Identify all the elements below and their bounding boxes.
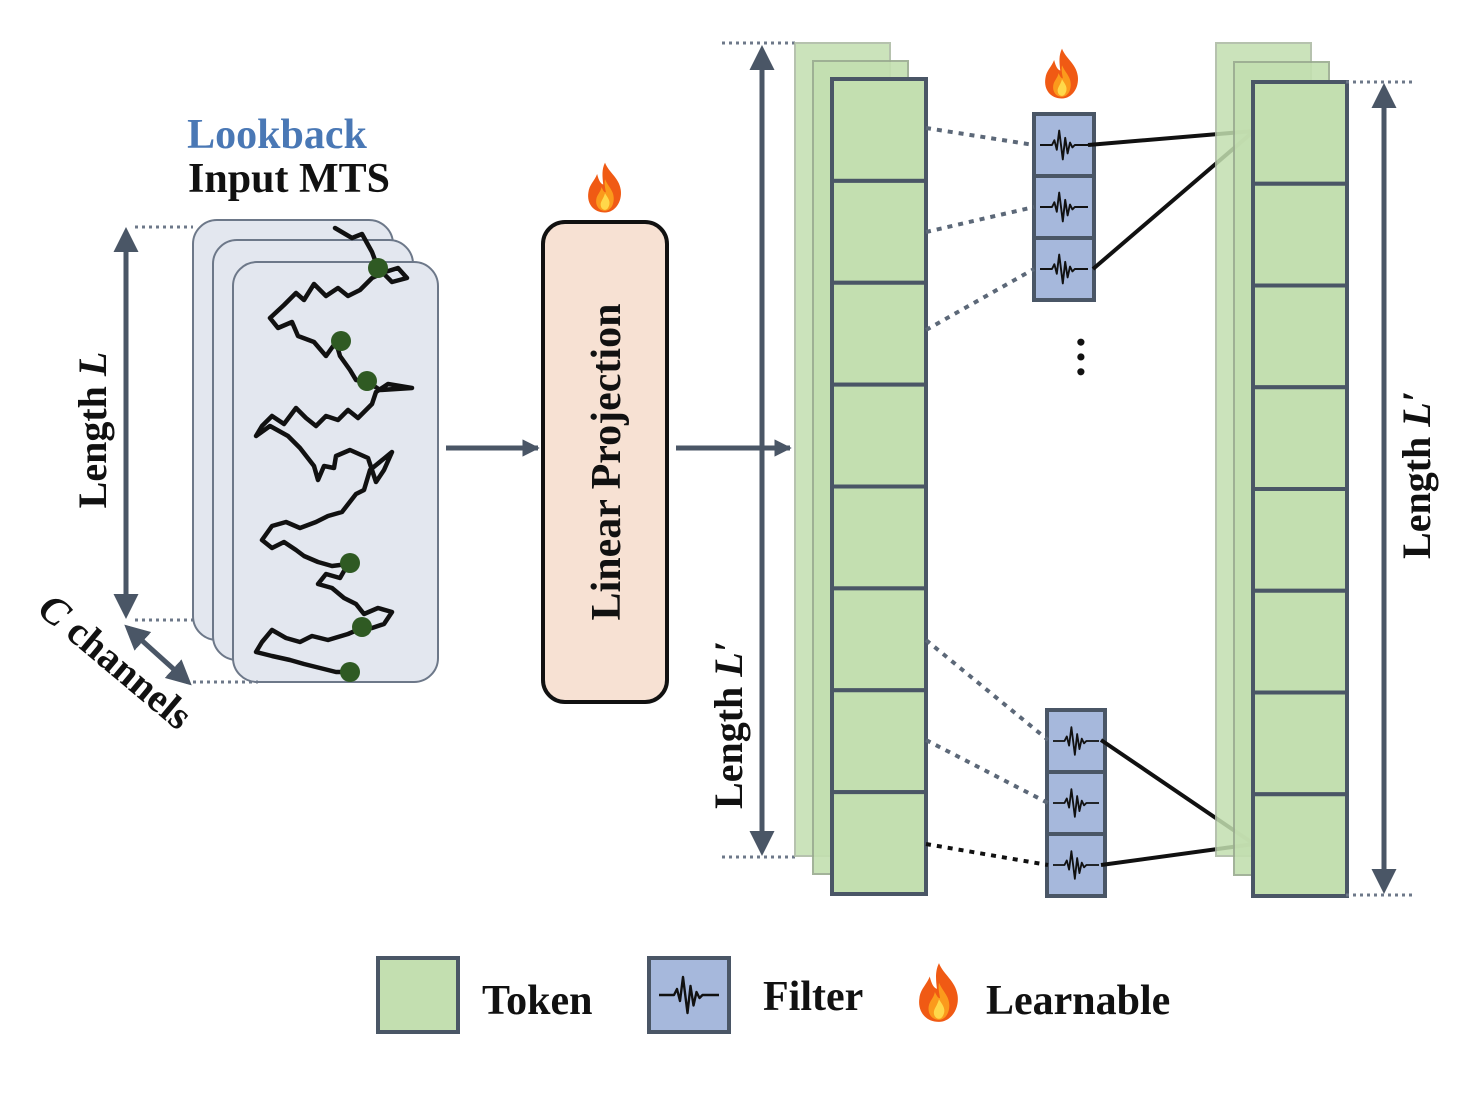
series-panel: [232, 261, 439, 683]
token-filter-connectors: [924, 126, 1050, 867]
time-series-line: [253, 225, 415, 675]
token: [830, 382, 928, 489]
series-marker: [331, 331, 351, 351]
token: [1251, 283, 1349, 390]
length-l-label: Length L: [70, 352, 115, 509]
token: [830, 790, 928, 896]
series-marker: [340, 662, 360, 682]
input-series-stack: [192, 219, 439, 683]
token: [1251, 181, 1349, 288]
fire-icon: [1045, 48, 1078, 99]
token: [830, 586, 928, 693]
token: [830, 688, 928, 795]
legend: Token Filter Learnable: [376, 956, 1170, 1034]
token-stack-left: [794, 42, 928, 896]
token: [830, 484, 928, 591]
channels-arrow: [124, 624, 192, 686]
series-marker: [352, 617, 372, 637]
lookback-title: Lookback: [187, 112, 367, 158]
linear-projection-box: [541, 220, 669, 704]
linear-projection-label: Linear Projection: [584, 304, 630, 621]
token: [1251, 80, 1349, 186]
input-mts-title: Input MTS: [188, 156, 390, 202]
token: [1251, 487, 1349, 593]
fire-icon: [919, 963, 958, 1022]
token: [1251, 385, 1349, 491]
legend-token-swatch: [376, 956, 460, 1034]
length-lprime-label: Length L′: [706, 641, 751, 809]
token: [1251, 588, 1349, 695]
ellipsis: …: [1045, 335, 1094, 379]
token: [830, 178, 928, 285]
token: [830, 77, 928, 183]
fire-icon: [588, 162, 621, 213]
legend-filter-label: Filter: [763, 974, 863, 1020]
token: [1251, 690, 1349, 797]
token: [1251, 792, 1349, 898]
series-marker: [357, 371, 377, 391]
token: [830, 280, 928, 387]
token-stack-right: [1215, 42, 1349, 898]
series-marker: [340, 553, 360, 573]
filter-group: [1045, 708, 1107, 898]
length-lprime-label-right: Length L′: [1394, 391, 1439, 559]
filter-group: [1032, 112, 1096, 302]
legend-token-label: Token: [482, 978, 593, 1024]
channels-label: C channels: [30, 584, 201, 738]
legend-learnable-label: Learnable: [986, 978, 1170, 1024]
series-marker: [368, 258, 388, 278]
